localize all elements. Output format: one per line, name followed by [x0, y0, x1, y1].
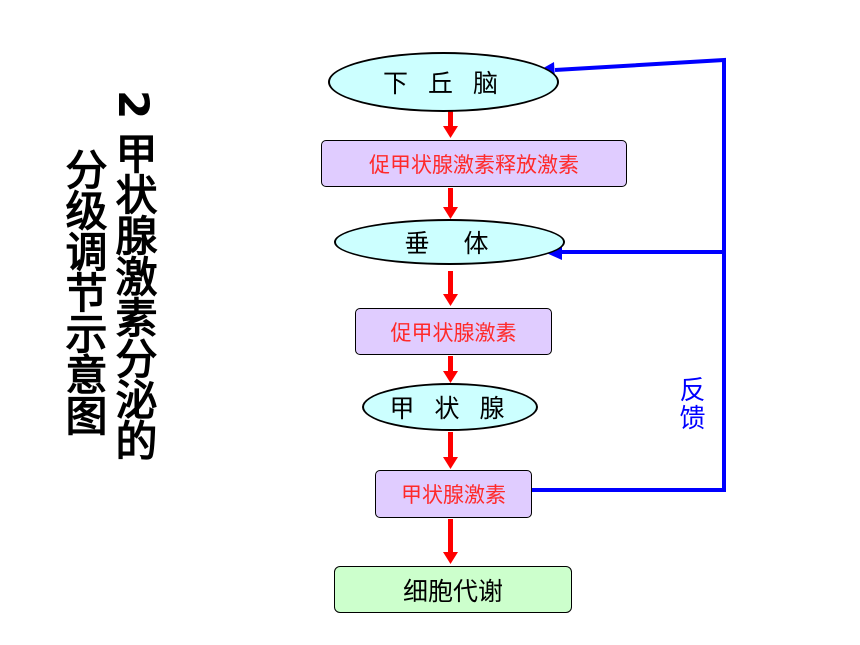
- arrow-hypothalamus-to-trh: [443, 107, 458, 138]
- node-cell-metabolism: 细胞代谢: [334, 566, 572, 613]
- arrow-thyroid-to-hormone: [443, 432, 458, 469]
- node-pituitary-label: 垂 体: [404, 229, 495, 258]
- arrow-pituitary-to-tsh: [443, 271, 458, 306]
- node-hypothalamus-label: 下 丘 脑: [383, 69, 504, 98]
- node-thyroid-hormone: 甲状腺激素: [375, 470, 532, 518]
- title-line-1: 2 甲状腺激素分泌的: [109, 90, 158, 460]
- node-trh: 促甲状腺激素释放激素: [321, 140, 627, 187]
- node-thyroid-label: 甲 状 腺: [389, 394, 511, 423]
- node-tsh-label: 促甲状腺激素: [390, 320, 517, 345]
- node-trh-label: 促甲状腺激素释放激素: [369, 152, 579, 177]
- node-tsh: 促甲状腺激素: [355, 308, 552, 355]
- node-thyroid: 甲 状 腺: [362, 383, 538, 431]
- arrow-tsh-to-thyroid: [443, 356, 458, 383]
- feedback-loop: [532, 57, 726, 492]
- node-hypothalamus: 下 丘 脑: [328, 52, 559, 112]
- arrow-hormone-to-metabolism: [443, 519, 458, 564]
- node-pituitary: 垂 体: [334, 219, 565, 265]
- arrow-trh-to-pituitary: [443, 188, 458, 219]
- feedback-label: 反馈: [675, 376, 705, 432]
- node-cell-metabolism-label: 细胞代谢: [402, 576, 503, 606]
- node-thyroid-hormone-label: 甲状腺激素: [401, 483, 506, 507]
- title-line-2: 分级调节示意图: [59, 148, 108, 435]
